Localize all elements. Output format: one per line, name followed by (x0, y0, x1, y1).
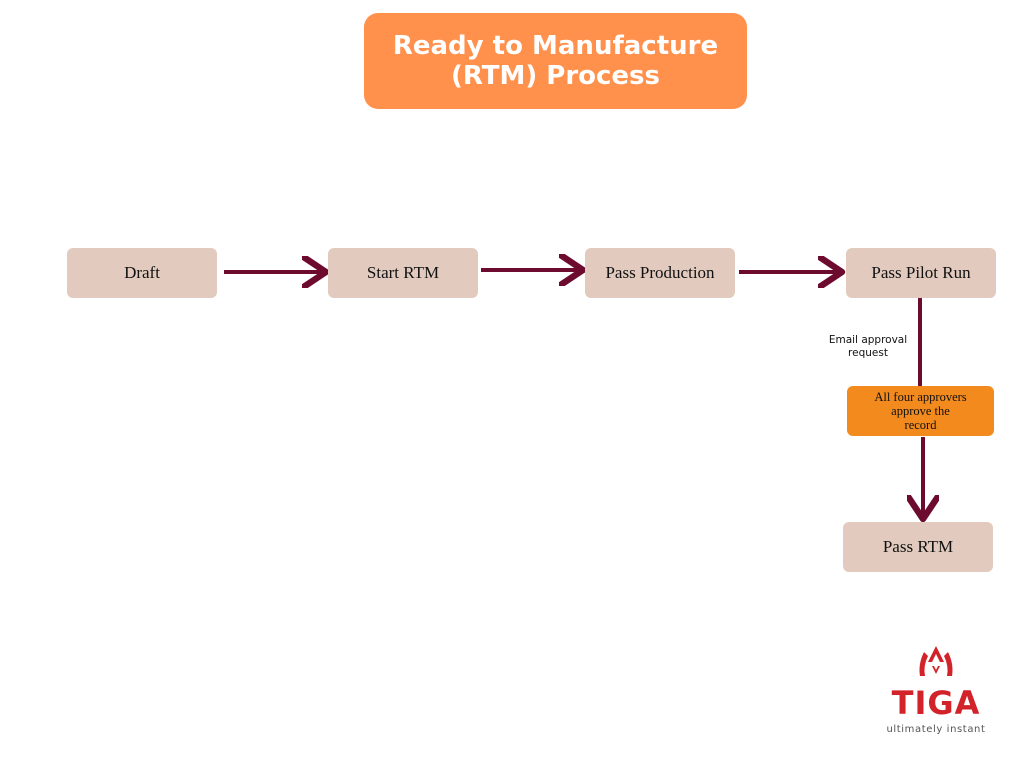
node-start-rtm: Start RTM (328, 248, 478, 298)
approval-condition-box: All four approvers approve the record (847, 386, 994, 436)
flame-icon (919, 646, 953, 676)
approval-line-1: All four approvers (874, 390, 967, 404)
logo-tagline: ultimately instant (886, 724, 986, 735)
title-line-2: (RTM) Process (450, 61, 660, 91)
diagram-title: Ready to Manufacture (RTM) Process (364, 13, 747, 109)
node-pass-pilot-run: Pass Pilot Run (846, 248, 996, 298)
node-pass-rtm: Pass RTM (843, 522, 993, 572)
edge-label-email-approval: Email approval request (818, 334, 918, 360)
node-draft: Draft (67, 248, 217, 298)
title-line-1: Ready to Manufacture (392, 31, 719, 61)
edge-label-line-1: Email approval (828, 334, 908, 346)
approval-line-3: record (904, 418, 937, 432)
approval-line-2: approve the (891, 404, 950, 418)
tiga-logo: TIGA ultimately instant (876, 644, 996, 744)
node-pass-production: Pass Production (585, 248, 735, 298)
edge-label-line-2: request (848, 347, 888, 359)
logo-wordmark: TIGA (891, 684, 981, 722)
